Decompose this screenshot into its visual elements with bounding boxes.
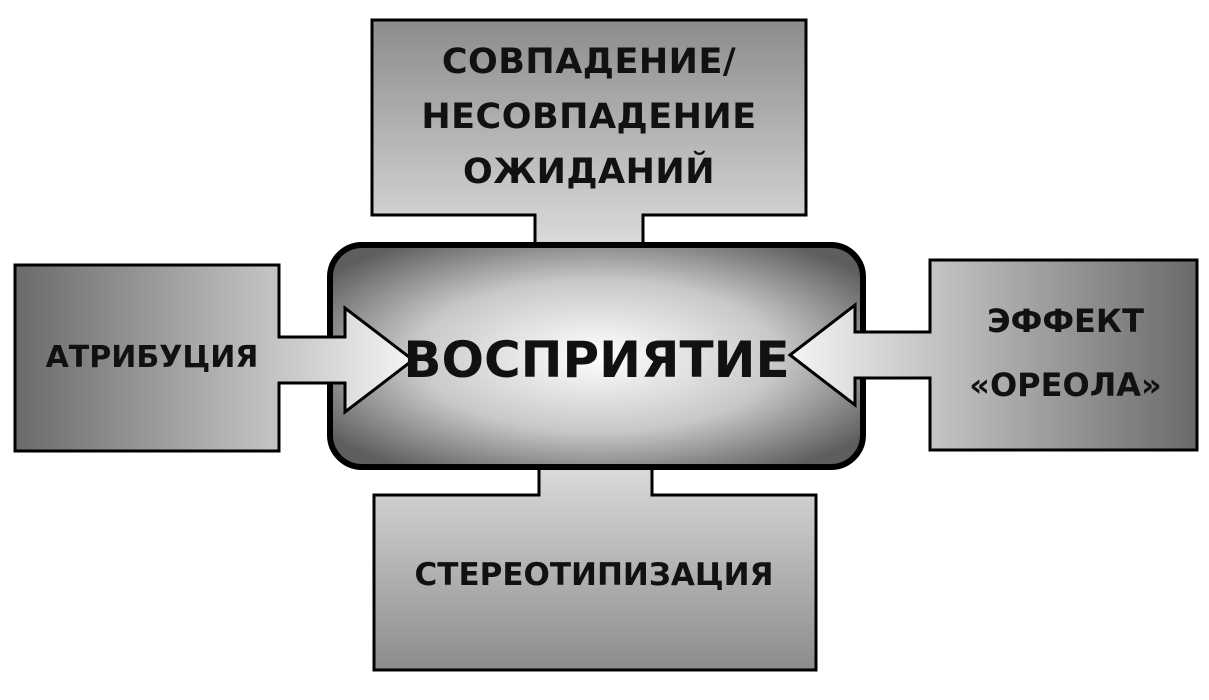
left-factor-text: АТРИБУЦИЯ	[45, 340, 259, 375]
center-label: ВОСПРИЯТИЕ	[400, 320, 793, 400]
top-factor-line: ОЖИДАНИЙ	[462, 152, 716, 192]
top-factor-label: СОВПАДЕНИЕ/ НЕСОВПАДЕНИЕ ОЖИДАНИЙ	[372, 30, 806, 205]
right-factor-line: ЭФФЕКТ	[987, 301, 1144, 340]
left-factor-box	[13, 263, 416, 453]
top-factor-line: НЕСОВПАДЕНИЕ	[421, 97, 757, 137]
top-factor-line: СОВПАДЕНИЕ/	[441, 42, 737, 82]
right-factor-box	[787, 258, 1199, 452]
left-factor-label: АТРИБУЦИЯ	[28, 320, 276, 395]
bottom-factor-label: СТЕРЕОТИПИЗАЦИЯ	[378, 540, 810, 610]
right-factor-line: «ОРЕОЛА»	[969, 365, 1162, 404]
right-factor-label: ЭФФЕКТ «ОРЕОЛА»	[938, 270, 1193, 435]
bottom-factor-text: СТЕРЕОТИПИЗАЦИЯ	[414, 557, 774, 593]
center-label-text: ВОСПРИЯТИЕ	[403, 331, 790, 389]
